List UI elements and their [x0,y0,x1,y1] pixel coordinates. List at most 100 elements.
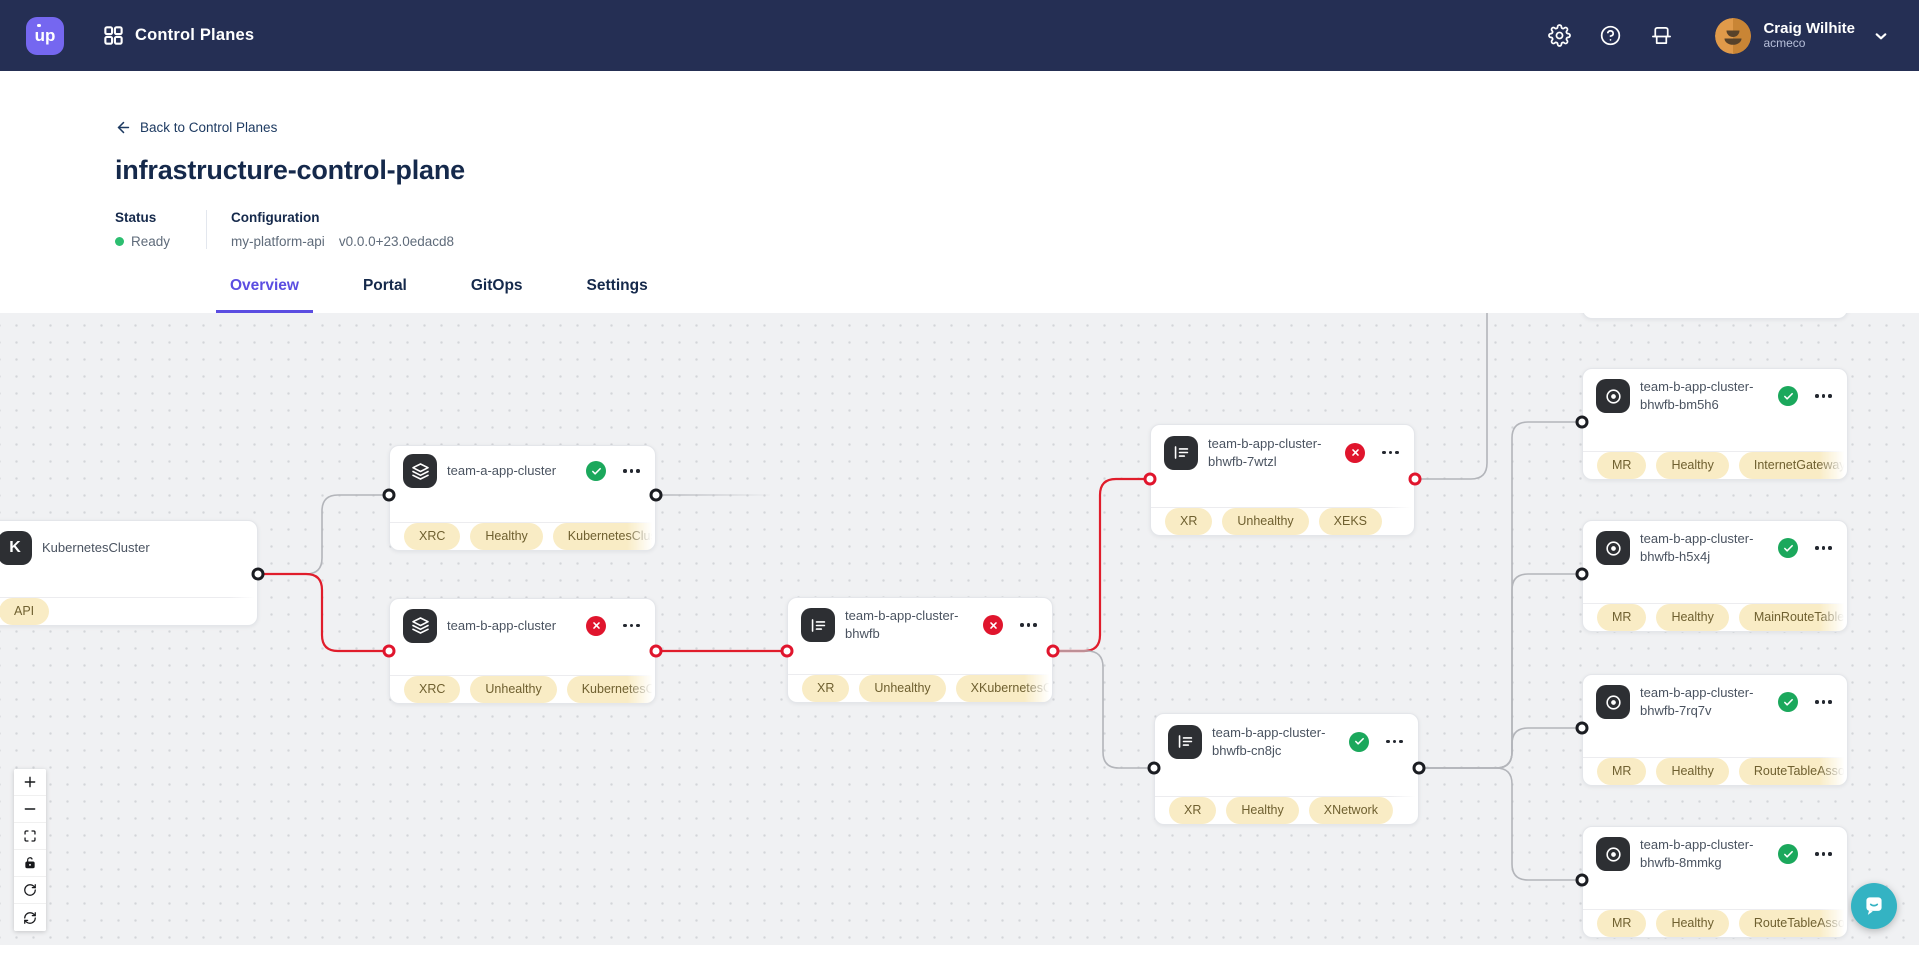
badge: Unhealthy [859,675,946,702]
help-icon[interactable] [1599,24,1622,47]
badge: XR [802,675,850,702]
node-badges: MRHealthyRouteTableAssociation [1583,757,1847,785]
reload-button[interactable] [14,877,46,904]
page-title: infrastructure-control-plane [115,155,465,185]
badge: MR [1597,604,1647,631]
zoom-out-button[interactable] [14,796,46,823]
node-badges: XR Unhealthy XKubernetesCluster [788,674,1052,702]
status-unhealthy-icon [586,615,607,636]
badge: XRC [404,676,461,703]
configuration-version: v0.0.0+23.0edacd8 [338,234,455,249]
node-menu-button[interactable] [621,465,642,477]
badge: KubernetesCluster [552,523,655,550]
top-navbar: up Control Planes Craig Wilhite acmeco [0,0,1919,71]
handle-left-team-b-app-cluster-bhwfb[interactable] [780,644,794,658]
graph-edge [258,572,389,653]
node-label: team-b-app-cluster [447,617,557,633]
xr-resource-icon [1168,724,1202,759]
relayout-button[interactable] [14,904,46,931]
upbound-logo[interactable]: up [26,16,64,55]
handle-right-team-a-app-cluster[interactable] [649,488,663,502]
node-menu-button[interactable] [1813,542,1834,554]
badge: KubernetesCluster [566,676,655,703]
mr-resource-icon [1596,685,1630,719]
node-label: team-b-app-cluster-bhwfb-bm5h6 [1640,379,1754,412]
node-menu-button[interactable] [1384,736,1405,748]
node-menu-button[interactable] [1813,696,1834,708]
graph-edge [1415,313,1488,480]
back-link[interactable]: Back to Control Planes [115,71,277,136]
badge: Healthy [1656,452,1729,479]
handle-left-team-b-app-cluster-bhwfb-8mmkg[interactable] [1575,873,1589,887]
node-menu-button[interactable] [1380,447,1401,459]
node-label: team-b-app-cluster-bhwfb-8mmkg [1640,837,1754,870]
badge: XNetwork [1308,797,1393,824]
node-label: team-a-app-cluster [447,463,557,479]
graph-edge [1419,767,1582,881]
graph-node-partial-top-node[interactable] [1582,313,1848,319]
handle-left-team-b-app-cluster-bhwfb-cn8jc[interactable] [1147,761,1161,775]
chat-bubble-icon [1866,897,1882,915]
node-label: team-b-app-cluster-bhwfb-h5x4j [1640,531,1754,564]
node-badges: XRCHealthyKubernetesCluster [390,522,655,550]
handle-right-team-b-app-cluster[interactable] [649,644,663,658]
node-badges: API [0,597,257,625]
status-unhealthy-icon [1345,442,1366,463]
handle-right-kubernetes-cluster[interactable] [251,567,265,581]
handle-left-team-b-app-cluster-bhwfb-7wtzl[interactable] [1143,472,1157,486]
status-unhealthy-icon [983,615,1004,635]
badge: API [0,598,50,625]
node-menu-button[interactable] [621,620,642,632]
fit-view-button[interactable] [14,823,46,850]
node-badges: XRC Unhealthy KubernetesCluster [390,675,655,703]
handle-left-team-b-app-cluster-bhwfb-7rq7v[interactable] [1575,721,1589,735]
badge: XKubernetesCluster [955,675,1052,702]
configuration-label: Configuration [231,210,320,225]
tab-settings[interactable]: Settings [586,277,648,294]
badge: MR [1597,452,1647,479]
mr-resource-icon [1596,379,1630,413]
configuration-block: Configuration my-platform-api v0.0.0+23.… [231,210,454,249]
handle-left-team-b-app-cluster-bhwfb-h5x4j[interactable] [1575,567,1589,581]
marketplace-icon[interactable] [1650,24,1673,47]
user-menu[interactable]: Craig Wilhite acmeco [1715,17,1889,54]
node-label: team-b-app-cluster-bhwfb [845,608,959,641]
handle-left-team-b-app-cluster[interactable] [382,644,396,658]
handle-right-team-b-app-cluster-bhwfb-7wtzl[interactable] [1408,472,1422,486]
status-healthy-icon [1349,731,1370,752]
kubernetes-cluster-icon: K [0,531,32,565]
status-healthy-icon [1778,844,1799,864]
badge: Unhealthy [470,676,557,703]
chat-launcher-button[interactable] [1851,883,1897,929]
node-menu-button[interactable] [1018,619,1039,631]
badge: Healthy [1226,797,1299,824]
handle-right-team-b-app-cluster-bhwfb[interactable] [1046,644,1060,658]
meta-divider [206,210,208,249]
tab-gitops[interactable]: GitOps [470,277,523,294]
graph-edge [1053,477,1150,653]
tab-portal[interactable]: Portal [362,277,407,294]
zoom-in-button[interactable] [14,769,46,796]
lock-button[interactable] [14,850,46,877]
node-menu-button[interactable] [1813,390,1834,402]
handle-left-team-a-app-cluster[interactable] [382,488,396,502]
node-menu-button[interactable] [1813,848,1834,860]
gear-icon[interactable] [1548,24,1572,47]
tab-overview[interactable]: Overview [216,277,313,313]
handle-left-team-b-app-cluster-bhwfb-bm5h6[interactable] [1575,415,1589,429]
layers-resource-icon [403,608,437,643]
badge: RouteTableAssociation [1738,910,1847,937]
handle-right-team-b-app-cluster-bhwfb-cn8jc[interactable] [1412,761,1426,775]
